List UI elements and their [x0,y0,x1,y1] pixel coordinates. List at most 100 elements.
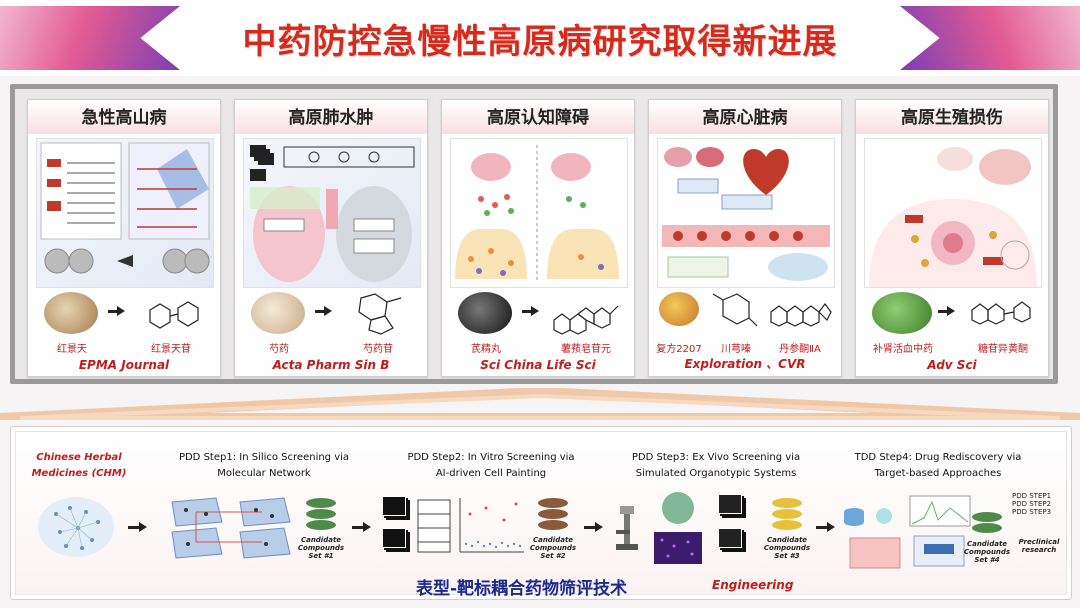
cell-image-stack-icon [382,528,406,548]
arrow-icon [938,306,956,318]
step2-title: PDD Step2: In Vitro Screening via AI-dri… [396,450,586,482]
checklist-item: PDD STEP1 [1012,492,1052,500]
mechanism-figure [657,138,835,288]
herb-caption: 芪精丸 [471,344,501,355]
arrow-icon [128,522,148,534]
chm-label-line: Chinese Herbal [36,452,122,463]
cand-line: Compounds [963,548,1011,556]
mechanism-figure [36,138,214,288]
screening-pipeline-panel: Chinese Herbal Medicines (CHM) PDD Step1… [10,426,1072,600]
card-acute-mountain-sickness: 急性高山病 红景天 红景天苷 EPMA Journal [27,99,221,377]
page-title: 中药防控急慢性高原病研究取得新进展 [242,22,838,62]
arrow-icon [584,522,604,534]
step-title-line: Molecular Network [217,468,311,479]
herb-photo [659,292,699,326]
molecule-structure-icon [712,293,758,327]
cand-line: Set #3 [774,552,800,560]
step-checklist: PDD STEP1 PDD STEP2 PDD STEP3 [1012,492,1062,516]
connector-chevron [0,388,1080,420]
step-title-line: PDD Step1: In Silico Screening via [178,452,350,463]
microscope-icon [616,506,638,550]
card-heading: 高原生殖损伤 [856,100,1048,134]
molecule-structure-icon [971,301,1031,325]
step-title-line: AI-driven Cell Painting [435,468,547,479]
left-ribbon-decoration [0,6,180,70]
journal-name: Exploration 、CVR [684,357,806,371]
herb-caption: 红景天 [57,344,87,355]
formula-caption: 复方2207 [656,344,702,355]
chm-label: Chinese Herbal Medicines (CHM) [24,450,134,482]
journal-name: Adv Sci [927,358,977,372]
technology-title: 表型-靶标耦合药物筛评技术 [416,579,628,599]
mechanism-figure [864,138,1042,288]
compound-caption: 糖苷异黄酮 [978,344,1028,355]
step-title-line: TDD Step4: Drug Rediscovery via [854,452,1022,463]
step-title-line: PDD Step3: Ex Vivo Screening via [631,452,801,463]
molecular-network-figure [171,497,291,559]
preclinical-line: Preclinical [1018,538,1060,546]
candidate-set-label: Candidate Compounds Set #4 [962,540,1012,564]
herb-photo [872,292,932,334]
title-banner: 中药防控急慢性高原病研究取得新进展 [0,0,1080,76]
card-high-altitude-reproductive-damage: 高原生殖损伤 补肾活血中药 糖苷异黄酮 Adv Sci [855,99,1049,377]
molecule-structure-icon [149,301,199,329]
herb-photo [251,292,305,334]
right-ribbon-decoration [900,6,1080,70]
compound-caption: 薯蓣皂苷元 [561,344,611,355]
treated-image-stack-icon [718,528,742,548]
cand-line: Candidate [966,540,1008,548]
arrow-icon [352,522,372,534]
organotypic-imaging-icon [654,492,702,564]
candidate-set-label: Candidate Compounds Set #1 [296,536,346,560]
compound-caption: 芍药苷 [363,344,393,355]
journal-name: Sci China Life Sci [480,358,596,372]
mechanism-figure [243,138,421,288]
herb-photo [458,292,512,334]
cand-line: Set #1 [308,552,334,560]
herb-caption: 补肾活血中药 [873,344,933,355]
normoxia-hypoxia-figure [40,142,210,274]
target-based-screening-figure [844,495,971,569]
cand-line: Compounds [297,544,345,552]
cand-line: Compounds [763,544,811,552]
cell-image-stack-icon [382,496,406,516]
molecule-structure-icon [553,305,619,335]
cand-line: Candidate [766,536,808,544]
step3-title: PDD Step3: Ex Vivo Screening via Simulat… [616,450,816,482]
molecule-structure-icon [358,293,402,335]
scatter-plot-icon [459,498,524,553]
step-title-line: PDD Step2: In Vitro Screening via [407,452,575,463]
arrow-icon [108,306,126,318]
card-high-altitude-heart-disease: 高原心脏病 复方2207 川芎嗪 丹参酮ⅡA Exploration 、CVR [648,99,842,377]
candidate-set-label: Candidate Compounds Set #2 [528,536,578,560]
mechanism-figure [450,138,628,288]
molecule-structure-icon [770,303,832,327]
treated-image-stack-icon [718,494,742,514]
brain-gut-figure [455,145,619,283]
card-heading: 高原认知障碍 [442,100,634,134]
card-high-altitude-pulmonary-edema: 高原肺水肿 芍药 芍药苷 Acta Pharm Sin B [234,99,428,377]
reproductive-figure [869,147,1037,287]
arrow-icon [315,306,333,318]
preclinical-line: research [1021,546,1057,554]
heart-vessel-figure [662,147,830,281]
herb-photo [44,292,98,334]
step-title-line: Simulated Organotypic Systems [635,468,797,479]
compound-caption: 红景天苷 [151,344,191,355]
arrow-icon [816,522,836,534]
pipeline-inner: Chinese Herbal Medicines (CHM) PDD Step1… [15,431,1067,599]
chm-label-line: Medicines (CHM) [31,468,127,479]
disease-panel: 急性高山病 红景天 红景天苷 EPMA Journal 高原肺水肿 [10,84,1058,384]
feature-matrix-icon [417,499,451,553]
compound-caption: 丹参酮ⅡA [779,344,821,355]
database-icon [306,498,336,531]
card-heading: 高原心脏病 [649,100,841,134]
cand-line: Candidate [300,536,342,544]
journal-engineering: Engineering [712,578,794,592]
cand-line: Compounds [529,544,577,552]
step1-title: PDD Step1: In Silico Screening via Molec… [164,450,364,482]
database-icon [972,512,1002,534]
journal-name: Acta Pharm Sin B [272,358,390,372]
cand-line: Set #4 [974,556,1000,564]
checklist-item: PDD STEP3 [1012,508,1052,516]
